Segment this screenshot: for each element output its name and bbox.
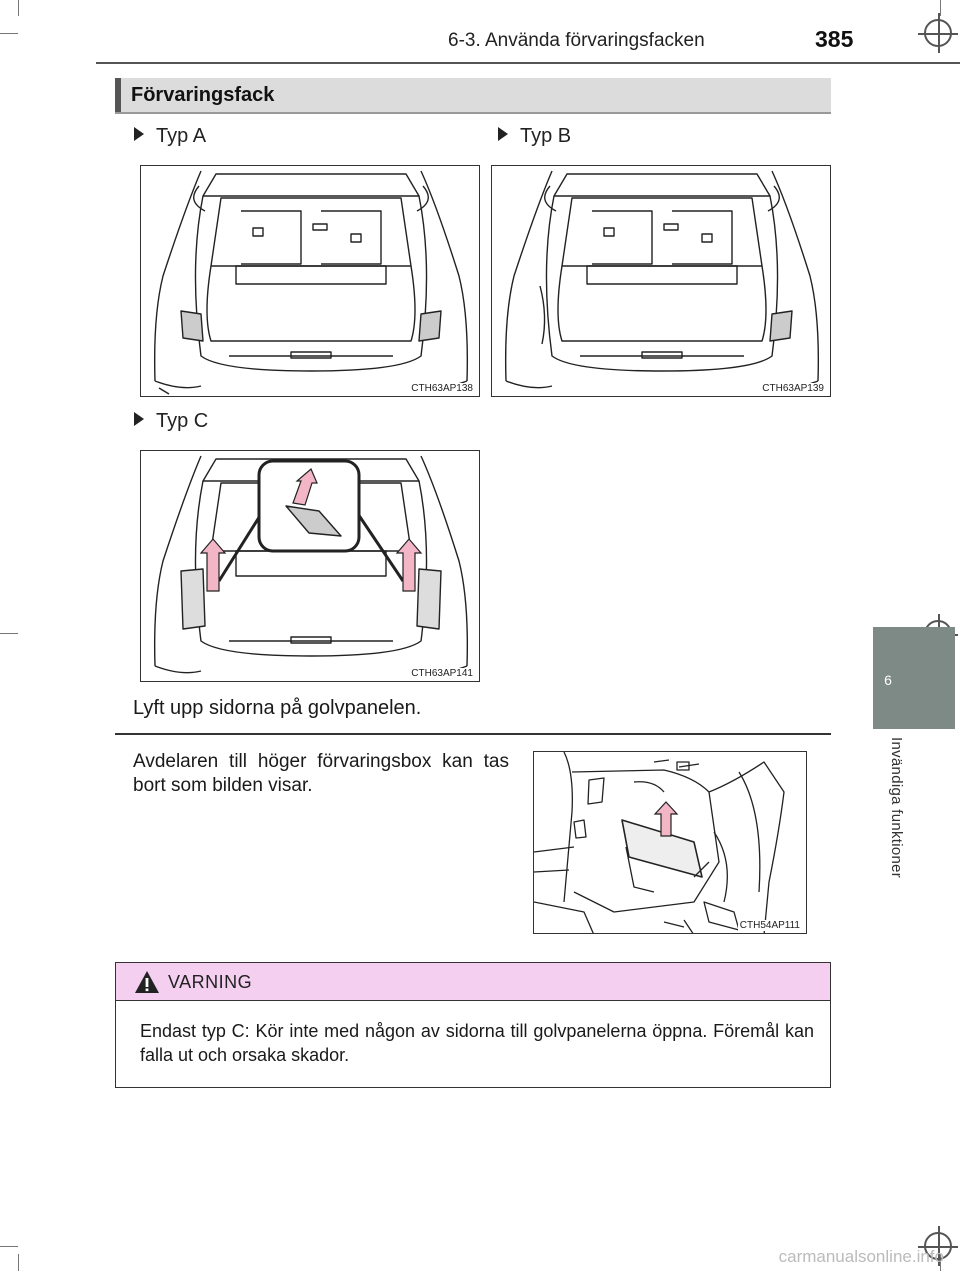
type-b-text: Typ B (520, 125, 572, 147)
crop-mark (0, 33, 18, 34)
warning-title: VARNING (168, 972, 253, 992)
trunk-illustration-icon (153, 170, 469, 395)
type-c-caption: Lyft upp sidorna på golvpanelen. (133, 697, 422, 719)
figure-type-a: CTH63AP138 (140, 165, 480, 397)
running-header-section: 6-3. Använda förvaringsfacken (448, 30, 705, 51)
crop-mark (0, 633, 18, 634)
type-a-text: Typ A (156, 125, 207, 147)
footer-watermark: carmanualsonline.info (778, 1247, 944, 1266)
type-b-label: Typ B (498, 125, 571, 148)
figure-type-c: CTH63AP141 (140, 450, 480, 682)
warning-header: VARNING (116, 963, 830, 1001)
pointer-triangle-icon (134, 127, 144, 141)
figure-divider: CTH54AP111 (533, 751, 807, 934)
chapter-tab (873, 627, 955, 729)
trunk-illustration-icon (504, 170, 820, 389)
registration-mark-icon (918, 13, 958, 53)
chapter-title: Invändiga funktioner (888, 737, 905, 879)
pointer-triangle-icon (498, 127, 508, 141)
warning-box: VARNING Endast typ C: Kör inte med någon… (115, 962, 831, 1088)
warning-body: Endast typ C: Kör inte med någon av sido… (140, 1021, 814, 1065)
trunk-illustration-icon (153, 455, 469, 674)
figure-code: CTH54AP111 (737, 920, 802, 931)
crop-mark (18, 0, 19, 16)
storage-box-illustration-icon (534, 752, 785, 933)
section-divider (115, 733, 831, 735)
crop-mark (0, 1246, 18, 1247)
warning-triangle-icon (135, 971, 159, 993)
type-c-text: Typ C (156, 410, 209, 432)
crop-mark (940, 1254, 941, 1271)
section-heading-bar (115, 78, 121, 112)
type-a-label: Typ A (134, 125, 206, 148)
section-heading: Förvaringsfack (115, 78, 831, 114)
crop-mark (18, 1254, 19, 1271)
figure-code: CTH63AP139 (760, 383, 826, 394)
lift-arrow-icon (653, 801, 679, 837)
figure-type-b: CTH63AP139 (491, 165, 831, 397)
chapter-number: 6 (884, 672, 892, 688)
page-number: 385 (815, 26, 854, 52)
pointer-triangle-icon (134, 412, 144, 426)
divider-description: Avdelaren till höger förvaringsbox kan t… (133, 751, 509, 796)
figure-code: CTH63AP138 (409, 383, 475, 394)
section-heading-text: Förvaringsfack (131, 84, 275, 106)
crop-mark (940, 0, 941, 16)
registration-mark-icon (918, 1226, 958, 1266)
header-rule (96, 62, 960, 64)
figure-code: CTH63AP141 (409, 668, 475, 679)
type-c-label: Typ C (134, 410, 208, 433)
